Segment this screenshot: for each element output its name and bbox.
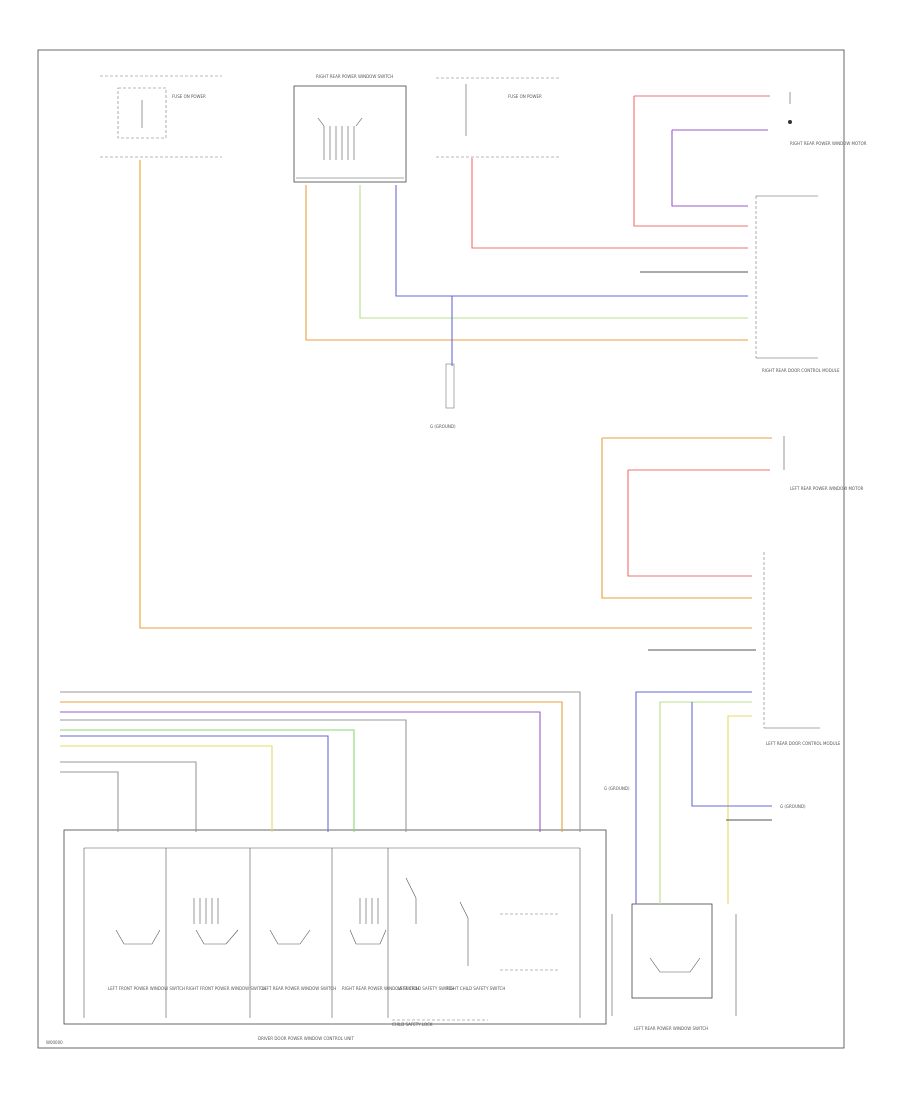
fuse-center-note: FUSE ON POWER [508,94,542,99]
wire-lightgreen-7 [359,185,748,319]
left-rear-window-switch: LEFT REAR POWER WINDOW SWITCH [611,903,737,1031]
switch-label-right-rear: RIGHT REAR POWER WINDOW SWITCH [342,986,419,991]
ground-right: G (GROUND) [780,804,806,809]
wire-blue-20 [60,735,329,832]
wire-orange-0 [139,160,752,629]
wire-yellow-22 [60,745,273,832]
left-rear-motor: LEFT REAR POWER WINDOW MOTOR [783,436,864,491]
right-rear-motor: RIGHT REAR POWER WINDOW MOTOR [788,92,867,146]
ground-top: G (GROUND) [430,363,456,429]
fuse-left-note: FUSE ON POWER [172,94,206,99]
diagram-border [37,49,845,1049]
wire-gray-23 [60,761,197,832]
panel-switch-symbols [115,877,560,971]
wire-group [60,95,772,904]
right-rear-module: RIGHT REAR DOOR CONTROL MODULE [755,195,840,373]
master-control-panel: DRIVER DOOR POWER WINDOW CONTROL UNIT CH… [63,829,607,1041]
switch-label-left-child: LEFT CHILD SAFETY SWITCH [398,986,454,991]
wire-blue-25 [635,691,752,904]
switch-label-left-rear: LEFT REAR POWER WINDOW SWITCH [262,986,336,991]
wire-red-13 [627,470,752,577]
left-rear-window-switch-label: LEFT REAR POWER WINDOW SWITCH [634,1026,708,1031]
ground-right-label: G (GROUND) [780,804,806,809]
wire-gray-19 [60,719,407,832]
wire-gray-24 [60,771,119,832]
wire-purple-18 [60,711,541,832]
wire-orange-11 [601,438,752,599]
wire-red-1 [471,158,748,249]
wire-lightgreen-26 [659,701,752,904]
right-rear-module-label: RIGHT REAR DOOR CONTROL MODULE [762,368,840,373]
wire-purple-4 [671,130,748,207]
switch-labels: LEFT FRONT POWER WINDOW SWITCH RIGHT FRO… [108,986,505,991]
master-control-panel-label: DRIVER DOOR POWER WINDOW CONTROL UNIT [258,1036,354,1041]
right-rear-switch: RIGHT REAR POWER WINDOW SWITCH [293,74,407,183]
footer-code: W00000 [46,1040,63,1045]
right-rear-switch-label: RIGHT REAR POWER WINDOW SWITCH [316,74,393,79]
wire-green-21 [60,729,355,832]
wire-red-2 [633,96,748,227]
wire-orange-17 [60,701,563,832]
switch-label-right-child: RIGHT CHILD SAFETY SWITCH [446,986,505,991]
ground-bottom: G (GROUND) [604,786,630,791]
fuse-left: FUSE ON POWER [100,75,222,158]
switch-label-right-front: RIGHT FRONT POWER WINDOW SWITCH [186,986,266,991]
fuse-center: FUSE ON POWER [436,77,560,158]
child-lock-group-label: CHILD SAFETY LOCK [392,1022,433,1027]
ground-bottom-label: G (GROUND) [604,786,630,791]
wire-gray-16 [60,691,581,832]
left-rear-motor-label: LEFT REAR POWER WINDOW MOTOR [790,486,864,491]
left-rear-module: LEFT REAR DOOR CONTROL MODULE [763,552,841,746]
wire-blue-6 [395,185,748,297]
switch-label-left-front: LEFT FRONT POWER WINDOW SWITCH [108,986,185,991]
wire-yellow-27 [727,715,752,904]
wire-blue-28 [691,702,772,807]
ground-top-label: G (GROUND) [430,424,456,429]
right-rear-motor-label: RIGHT REAR POWER WINDOW MOTOR [790,141,867,146]
wire-orange-8 [305,185,748,341]
left-rear-module-label: LEFT REAR DOOR CONTROL MODULE [766,741,841,746]
